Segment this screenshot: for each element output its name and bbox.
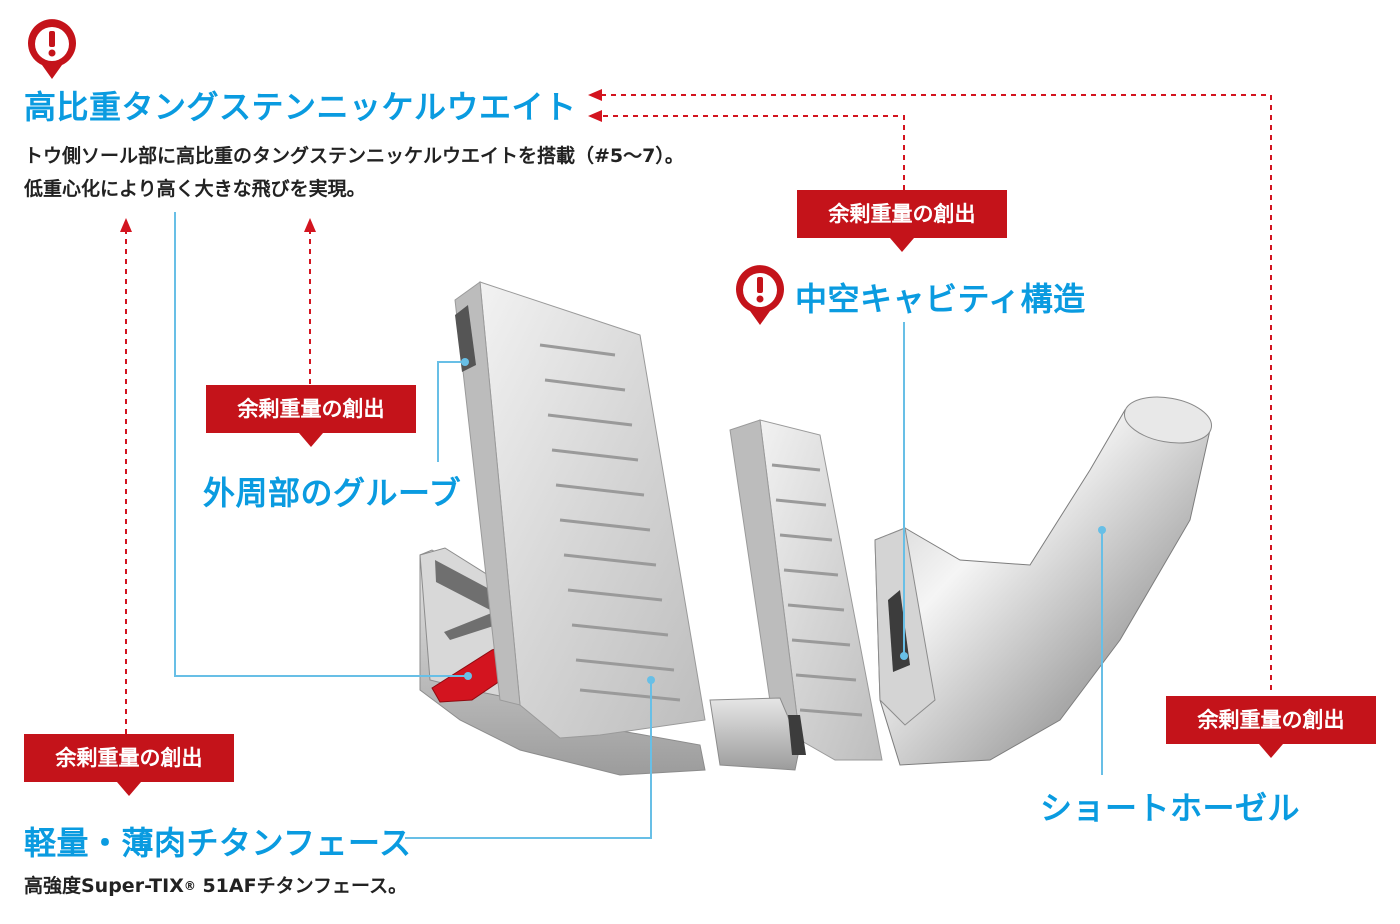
registered-mark: ® bbox=[183, 879, 196, 893]
exclamation-pin-icon bbox=[736, 265, 784, 325]
callout-line-face bbox=[405, 680, 652, 839]
titanium-face-desc-prefix: 高強度Super-TIX bbox=[24, 875, 184, 897]
face-grooves-large bbox=[539, 343, 681, 702]
callout-line-groove bbox=[437, 361, 465, 462]
titanium-face-desc: 高強度Super-TIX® 51AFチタンフェース。 bbox=[24, 870, 407, 903]
tungsten-weight-title: 高比重タングステンニッケルウエイト bbox=[24, 88, 577, 126]
hollow-cavity-title: 中空キャビティ構造 bbox=[795, 280, 1086, 318]
titanium-face-desc-suffix: 51AFチタンフェース。 bbox=[195, 875, 408, 897]
callout-line-tungsten bbox=[174, 212, 468, 677]
surplus-weight-badge-face: 余剰重量の創出 bbox=[24, 734, 234, 796]
titanium-face-title: 軽量・薄肉チタンフェース bbox=[24, 824, 412, 862]
perimeter-groove-title: 外周部のグルーブ bbox=[203, 474, 462, 512]
face-plate-small bbox=[709, 419, 883, 771]
exclamation-pin-icon bbox=[27, 19, 76, 79]
dashed-arrow-hosel bbox=[600, 94, 1272, 690]
short-hosel-title: ショートホーゼル bbox=[1040, 789, 1301, 827]
surplus-weight-badge-hosel: 余剰重量の創出 bbox=[1166, 696, 1376, 758]
tungsten-weight-desc-line1: トウ側ソール部に高比重のタングステンニッケルウエイトを搭載（#5～7）。 bbox=[24, 145, 684, 167]
tungsten-weight-desc-line2: 低重心化により高く大きな飛びを実現。 bbox=[24, 178, 366, 200]
dashed-arrow-cavity bbox=[600, 115, 905, 190]
surplus-weight-badge-cavity: 余剰重量の創出 bbox=[797, 190, 1007, 252]
face-grooves-small bbox=[771, 463, 863, 717]
surplus-weight-badge-groove: 余剰重量の創出 bbox=[206, 385, 416, 447]
face-plate-large bbox=[454, 281, 706, 739]
